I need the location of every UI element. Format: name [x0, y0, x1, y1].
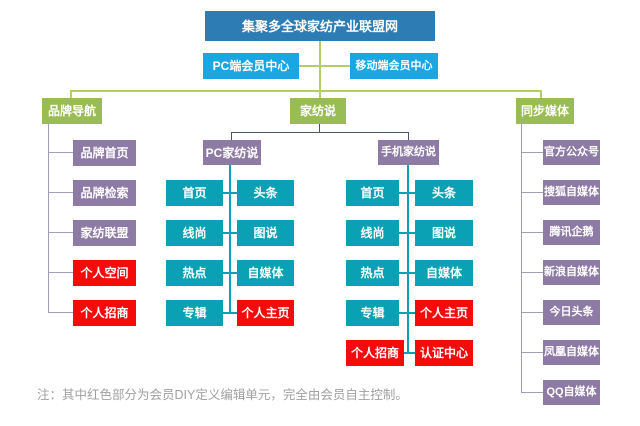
node-official-account: 官方公众号 [543, 140, 600, 165]
connector-mobile-trunk [407, 165, 409, 354]
node-toutiao: 今日头条 [543, 300, 600, 325]
node-mobile-personal-homepage: 个人主页 [415, 300, 473, 326]
connector-pc-stub [222, 192, 238, 194]
node-pc-personal-homepage: 个人主页 [237, 300, 294, 326]
node-mobile-certification-center: 认证中心 [415, 340, 473, 366]
node-mobile-homepage: 首页 [346, 180, 399, 206]
node-personal-investment: 个人招商 [73, 300, 136, 326]
connector-sync-drop [540, 92, 542, 98]
node-pc-homepage: 首页 [166, 180, 223, 206]
connector-sync-stub [521, 272, 543, 273]
connector-sync-stub [521, 392, 543, 393]
node-mobile-personal-investment: 个人招商 [346, 340, 404, 366]
connector-mobile-stub [399, 192, 415, 194]
node-pc-member-center: PC端会员中心 [203, 53, 299, 79]
connector-pc-trunk [229, 165, 231, 313]
footnote: 注：其中红色部分为会员DIY定义编辑单元，完全由会员自主控制。 [37, 388, 408, 402]
node-pc-pictures: 图说 [237, 220, 294, 246]
node-brand-home: 品牌首页 [73, 140, 136, 166]
connector-brand-stub [48, 232, 73, 233]
connector-brand-stub [48, 152, 73, 153]
node-pc-fashion: 线尚 [166, 220, 223, 246]
connector-sync-stub [521, 192, 543, 193]
node-sina-media: 新浪自媒体 [543, 260, 600, 285]
connector-sync-stub [521, 232, 543, 233]
node-mobile-fashion: 线尚 [346, 220, 399, 246]
connector-pc-hometextile-drop [231, 132, 232, 140]
connector-brand-drop [70, 92, 72, 98]
node-personal-space: 个人空间 [73, 260, 136, 286]
node-root: 集聚多全球家纺产业联盟网 [205, 11, 435, 41]
node-mobile-home-textile: 手机家纺说 [378, 140, 439, 165]
node-brand-nav: 品牌导航 [42, 98, 102, 124]
connector-sync-trunk [521, 124, 522, 393]
connector-brand-stub [48, 272, 73, 273]
connector-brand-stub [48, 192, 73, 193]
connector-mobile-stub [399, 312, 415, 314]
node-brand-search: 品牌检索 [73, 180, 136, 206]
connector-sync-stub [521, 352, 543, 353]
node-mobile-selfmedia: 自媒体 [415, 260, 473, 286]
node-home-textile: 家纺说 [290, 98, 346, 124]
node-mobile-albums: 专辑 [346, 300, 399, 326]
node-mobile-pictures: 图说 [415, 220, 473, 246]
connector-member-horizontal [299, 65, 350, 67]
connector-sync-stub [521, 152, 543, 153]
connector-hometextile-horizontal [231, 132, 409, 133]
node-ifeng-media: 凤凰自媒体 [543, 340, 600, 365]
connector-level3-horizontal [70, 90, 542, 92]
node-mobile-member-center: 移动端会员中心 [350, 53, 438, 79]
connector-mobile-hometextile-drop [408, 132, 409, 140]
node-textile-alliance: 家纺联盟 [73, 220, 136, 246]
node-pc-headlines: 头条 [237, 180, 294, 206]
node-pc-home-textile: PC家纺说 [203, 140, 261, 165]
connector-hometextile-vertical [319, 124, 320, 133]
connector-brand-trunk [48, 124, 49, 313]
connector-sync-stub [521, 312, 543, 313]
connector-mobile-stub [399, 272, 415, 274]
node-pc-albums: 专辑 [166, 300, 223, 326]
node-pc-selfmedia: 自媒体 [237, 260, 294, 286]
node-pc-hotspots: 热点 [166, 260, 223, 286]
node-sync-media: 同步媒体 [516, 98, 574, 124]
connector-root-vertical [319, 41, 321, 98]
connector-mobile-stub [399, 232, 415, 234]
connector-pc-stub [222, 312, 238, 314]
node-qq-media: QQ自媒体 [543, 380, 600, 405]
connector-mobile-stub [399, 352, 415, 354]
node-mobile-headlines: 头条 [415, 180, 473, 206]
connector-brand-stub [48, 312, 73, 313]
node-mobile-hotspots: 热点 [346, 260, 399, 286]
node-sohu-media: 搜狐自媒体 [543, 180, 600, 205]
connector-pc-stub [222, 232, 238, 234]
connector-pc-stub [222, 272, 238, 274]
node-tencent-penguin: 腾讯企鹅 [543, 220, 600, 245]
